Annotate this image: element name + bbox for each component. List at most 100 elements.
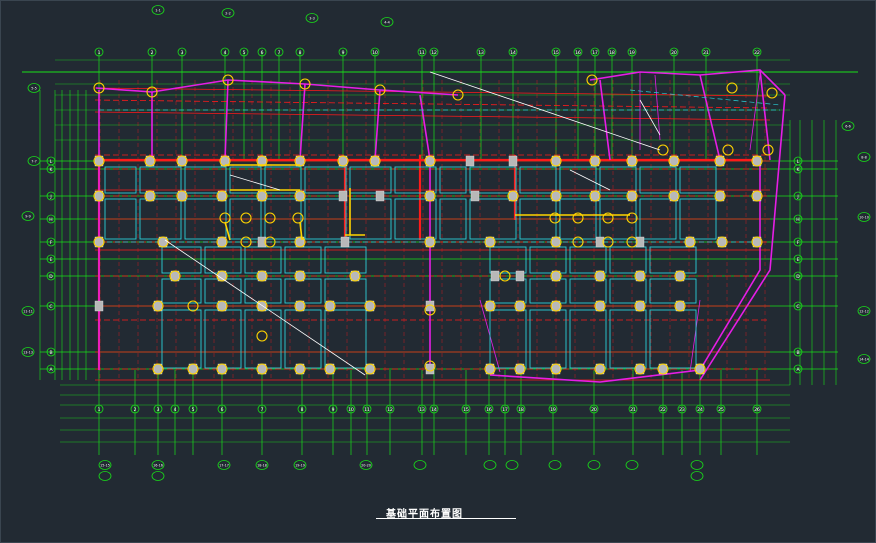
section-bubble [98,460,112,470]
section-bubble-extra [151,471,165,481]
pile-marker [766,87,778,99]
bottom-axis-bubble: 6 [217,404,227,414]
column-block [465,155,475,167]
leader-line [429,71,661,151]
pile-marker [216,190,228,202]
pile-marker [144,190,156,202]
pile-marker [452,89,464,101]
section-bubble [151,5,165,15]
axis-bubble [257,47,267,57]
column-block [470,190,480,202]
column-block [257,236,267,248]
pile-marker [256,155,268,167]
pile-marker [187,300,199,312]
top-axis-bubble: 9 [338,47,348,57]
top-axis-bubble: 5 [239,47,249,57]
ground-beam [599,79,611,161]
column-block [508,155,518,167]
top-axis-bubble: 7 [274,47,284,57]
pile-marker [602,236,614,248]
ground-beam [419,94,431,370]
bottom-axis-bubble: 21 [628,404,638,414]
bottom-axis-bubble: 9 [328,404,338,414]
axis-bubble [385,404,395,414]
axis-bubble [658,404,668,414]
axis-bubble [793,347,803,357]
bottom-axis-bubble: 25 [716,404,726,414]
room-outline [439,166,467,194]
pile-marker [668,155,680,167]
leader-line [164,239,366,376]
top-axis-bubble: 3 [177,47,187,57]
pile-marker [219,155,231,167]
section-label: 15-15 [100,464,110,468]
axis-bubble [346,404,356,414]
pile-marker [550,155,562,167]
axis-bubble [508,47,518,57]
room-outline [649,246,697,274]
section-mark: 8-8 [857,152,871,162]
axis-label: B [49,350,52,356]
pile-marker [299,78,311,90]
section-label: 8-8 [861,156,867,160]
axis-bubble [793,237,803,247]
section-bubble [293,460,307,470]
axis-label: E [797,257,800,263]
column-block [338,190,348,202]
leader-line [229,174,281,191]
pile-marker [634,270,646,282]
room-outline [679,198,717,240]
axis-bubble [46,364,56,374]
section-bubble [857,354,871,364]
axis-bubble [295,47,305,57]
axis-label: 20 [671,50,677,56]
section-bubble-extra [505,460,519,470]
axis-label: 24 [697,407,703,413]
axis-label: 6 [221,407,224,413]
pile-marker [657,144,669,156]
room-outline [204,309,242,369]
bottom-axis-bubble: 14 [429,404,439,414]
top-axis-bubble: 16 [573,47,583,57]
axis-label: J [796,194,798,200]
ground-beam [374,89,381,161]
bottom-axis-bubble: 20 [589,404,599,414]
room-outline-layer [99,89,781,369]
axis-label: 12 [387,407,393,413]
top-axis-bubble: 18 [607,47,617,57]
axis-bubble [46,191,56,201]
axis-label: 7 [278,50,281,56]
room-outline [679,166,717,194]
axis-label: 3 [157,407,160,413]
pile-marker [176,155,188,167]
axis-bubble [793,271,803,281]
pile-marker [216,300,228,312]
axis-label: 9 [342,50,345,56]
axis-label: D [49,274,53,280]
axis-bubble [328,404,338,414]
axis-bubble [793,214,803,224]
section-mark: 10-10 [857,212,871,222]
column-block [375,190,385,202]
pile-marker [264,236,276,248]
room-outline [569,278,607,304]
column-block [340,236,350,248]
section-label: 10-10 [859,216,869,220]
room-outline [469,166,517,194]
foundation-line-h [94,87,771,97]
pile-marker [549,212,561,224]
pile-marker [216,270,228,282]
pile-marker [634,363,646,375]
axis-label: H [49,217,52,223]
left-axis-bubble: D [46,271,56,281]
pile-marker [144,155,156,167]
section-label: 19-19 [295,464,305,468]
section-mark: 5-5 [27,83,41,93]
room-outline [284,309,322,369]
top-axis-bubble: 12 [429,47,439,57]
ground-beam [699,74,721,161]
axis-bubble [500,404,510,414]
section-label: 20-20 [361,464,371,468]
ground-beam [224,79,229,161]
